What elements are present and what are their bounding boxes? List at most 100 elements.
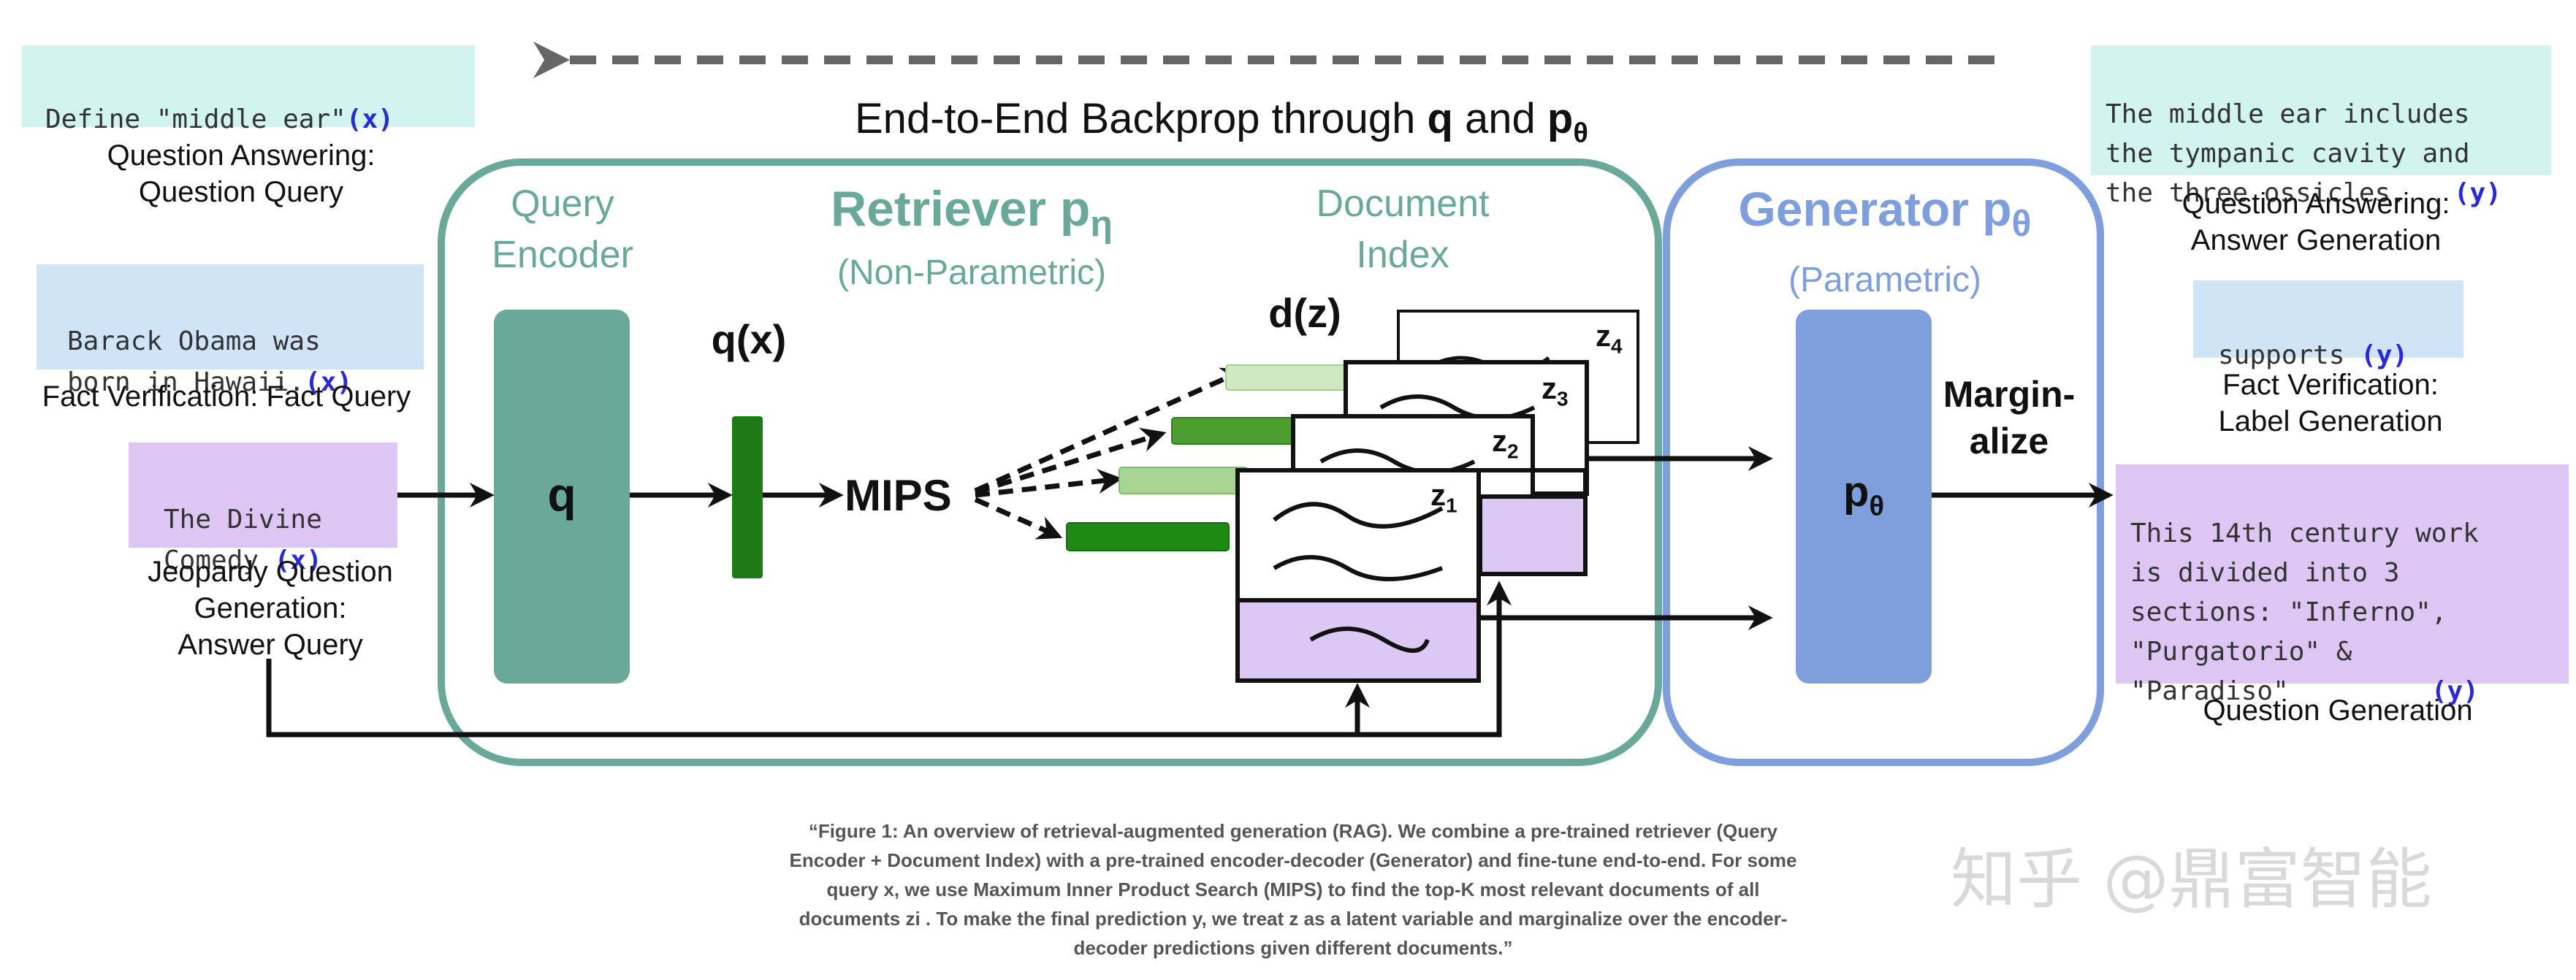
qx-vector — [732, 416, 763, 578]
input-jeopardy-caption-line3: Answer Query — [178, 629, 363, 661]
caption-line-5: decoder predictions given different docu… — [1073, 937, 1513, 959]
input-jeopardy-tag: (x) — [274, 545, 322, 575]
z3-sub: 3 — [1557, 387, 1569, 410]
mips-arrow-4 — [974, 497, 1063, 540]
z2-letter: z — [1492, 424, 1507, 458]
caption-line-2: Encoder + Document Index) with a pre-tra… — [789, 849, 1797, 871]
z3-label: z3 — [1542, 371, 1569, 410]
output-question-line4: "Purgatorio" & — [2130, 637, 2352, 667]
generator-p: p — [1843, 468, 1870, 516]
document-index-label-line2: Index — [1356, 234, 1449, 276]
dz-vector-1 — [1066, 522, 1230, 551]
query-encoder-label-line1: Query — [511, 183, 614, 225]
generator-title-sub: θ — [2011, 203, 2032, 245]
output-answer-caption-line2: Answer Generation — [2190, 224, 2442, 256]
output-answer-caption: Question Answering: Answer Generation — [2133, 185, 2499, 259]
z2-sub: 2 — [1507, 440, 1519, 463]
input-fact-caption: Fact Verification: Fact Query — [42, 380, 411, 413]
output-question-line5: "Paradiso" — [2130, 676, 2289, 706]
input-jeopardy-text-line2: Comedy — [164, 545, 259, 575]
document-z1 — [1235, 468, 1588, 683]
input-jeopardy-caption: Jeopardy Question Generation: Answer Que… — [110, 554, 431, 663]
retriever-subtitle: (Non-Parametric) — [837, 253, 1107, 292]
backprop-q: q — [1427, 95, 1453, 142]
backprop-p-sub: θ — [1573, 118, 1588, 149]
input-fact-text-line1: Barack Obama was — [67, 326, 321, 356]
output-question-line3: sections: "Inferno", — [2130, 597, 2447, 627]
output-answer-line1: The middle ear includes — [2106, 99, 2470, 129]
z4-label: z4 — [1596, 318, 1623, 358]
dz-vector-4 — [1225, 364, 1349, 391]
marginalize-label: Margin- alize — [1921, 371, 2097, 464]
query-encoder-block — [494, 310, 630, 684]
output-answer-line3: the three ossicles. — [2106, 178, 2407, 208]
backprop-prefix: End-to-End Backprop through — [855, 95, 1428, 142]
input-jeopardy-text-line1: The Divine — [164, 505, 322, 535]
watermark: 知乎 @鼎富智能 — [1951, 841, 2432, 918]
input-fact-box: Barack Obama was born in Hawaii.(x) — [37, 264, 424, 397]
output-label-box: supports (y) — [2193, 280, 2463, 370]
output-question-line2: is divided into 3 — [2130, 558, 2400, 588]
caption-line-3: query x, we use Maximum Inner Product Se… — [826, 878, 1760, 900]
z4-sub: 4 — [1611, 334, 1623, 358]
input-fact-tag: (x) — [305, 367, 353, 397]
dz-vector-2 — [1119, 467, 1249, 494]
generator-title-text: Generator p — [1738, 182, 2012, 236]
input-question-text: Define "middle ear" — [45, 104, 346, 134]
caption-line-4: documents zi . To make the final predict… — [799, 908, 1788, 930]
z1-sub: 1 — [1446, 494, 1457, 517]
generator-container — [1663, 158, 2104, 766]
output-label-caption-line1: Fact Verification: — [2222, 369, 2439, 401]
q-block-label: q — [547, 468, 576, 521]
generator-block — [1796, 310, 1932, 684]
retriever-title-sub: η — [1090, 203, 1113, 245]
z4-letter: z — [1596, 318, 1611, 353]
input-fact-text-line2: born in Hawaii. — [67, 367, 305, 397]
z1-letter: z — [1430, 478, 1446, 512]
document-index-label: Document Index — [1271, 178, 1534, 280]
mips-arrow-2 — [974, 427, 1167, 495]
z1-label: z1 — [1430, 478, 1457, 517]
output-question-box: This 14th century work is divided into 3 s… — [2116, 464, 2569, 706]
retriever-title: Retriever pη — [804, 180, 1140, 253]
input-question-tag: (x) — [346, 104, 394, 134]
input-jeopardy-caption-line2: Generation: — [194, 592, 347, 624]
retriever-title-text: Retriever p — [831, 181, 1091, 237]
mips-label: MIPS — [845, 471, 952, 520]
qx-label: q(x) — [711, 316, 787, 362]
backprop-and: and — [1452, 95, 1547, 142]
mips-arrow-1 — [974, 367, 1247, 494]
query-encoder-label: Query Encoder — [468, 178, 658, 280]
output-answer-tag: (y) — [2453, 178, 2501, 208]
input-question-caption-line2: Question Query — [138, 176, 344, 208]
dz-label: d(z) — [1268, 290, 1341, 336]
z3-letter: z — [1542, 371, 1557, 405]
input-question-box: Define "middle ear"(x) — [22, 45, 475, 134]
generator-title: Generator pθ — [1680, 180, 2089, 253]
backprop-p: p — [1547, 95, 1574, 142]
input-question-caption-line1: Question Answering: — [107, 139, 376, 172]
dz-vector-3 — [1171, 417, 1301, 445]
generator-subtitle: (Parametric) — [1788, 261, 1982, 299]
query-encoder-label-line2: Encoder — [492, 234, 633, 276]
backprop-title: End-to-End Backprop through q and pθ — [855, 93, 1731, 159]
input-jeopardy-caption-line1: Jeopardy Question — [148, 556, 393, 588]
output-question-line1: This 14th century work — [2130, 518, 2479, 548]
marginalize-line1: Margin- — [1943, 374, 2076, 415]
marginalize-line2: alize — [1969, 421, 2049, 462]
mips-arrow-3 — [975, 469, 1123, 498]
document-index-label-line1: Document — [1316, 183, 1490, 225]
output-label-caption-line2: Label Generation — [2218, 405, 2443, 437]
figure-caption: “Figure 1: An overview of retrieval-augm… — [760, 816, 1826, 962]
caption-line-1: “Figure 1: An overview of retrieval-augm… — [808, 820, 1778, 842]
input-feedback-line — [266, 581, 1512, 738]
output-label-caption: Fact Verification: Label Generation — [2162, 367, 2499, 440]
output-label-tag: (y) — [2360, 340, 2409, 370]
output-label-text: supports — [2218, 340, 2345, 370]
output-question-caption: Question Generation — [2203, 694, 2473, 727]
z2-label: z2 — [1492, 424, 1519, 463]
generator-p-sub: θ — [1869, 491, 1884, 522]
